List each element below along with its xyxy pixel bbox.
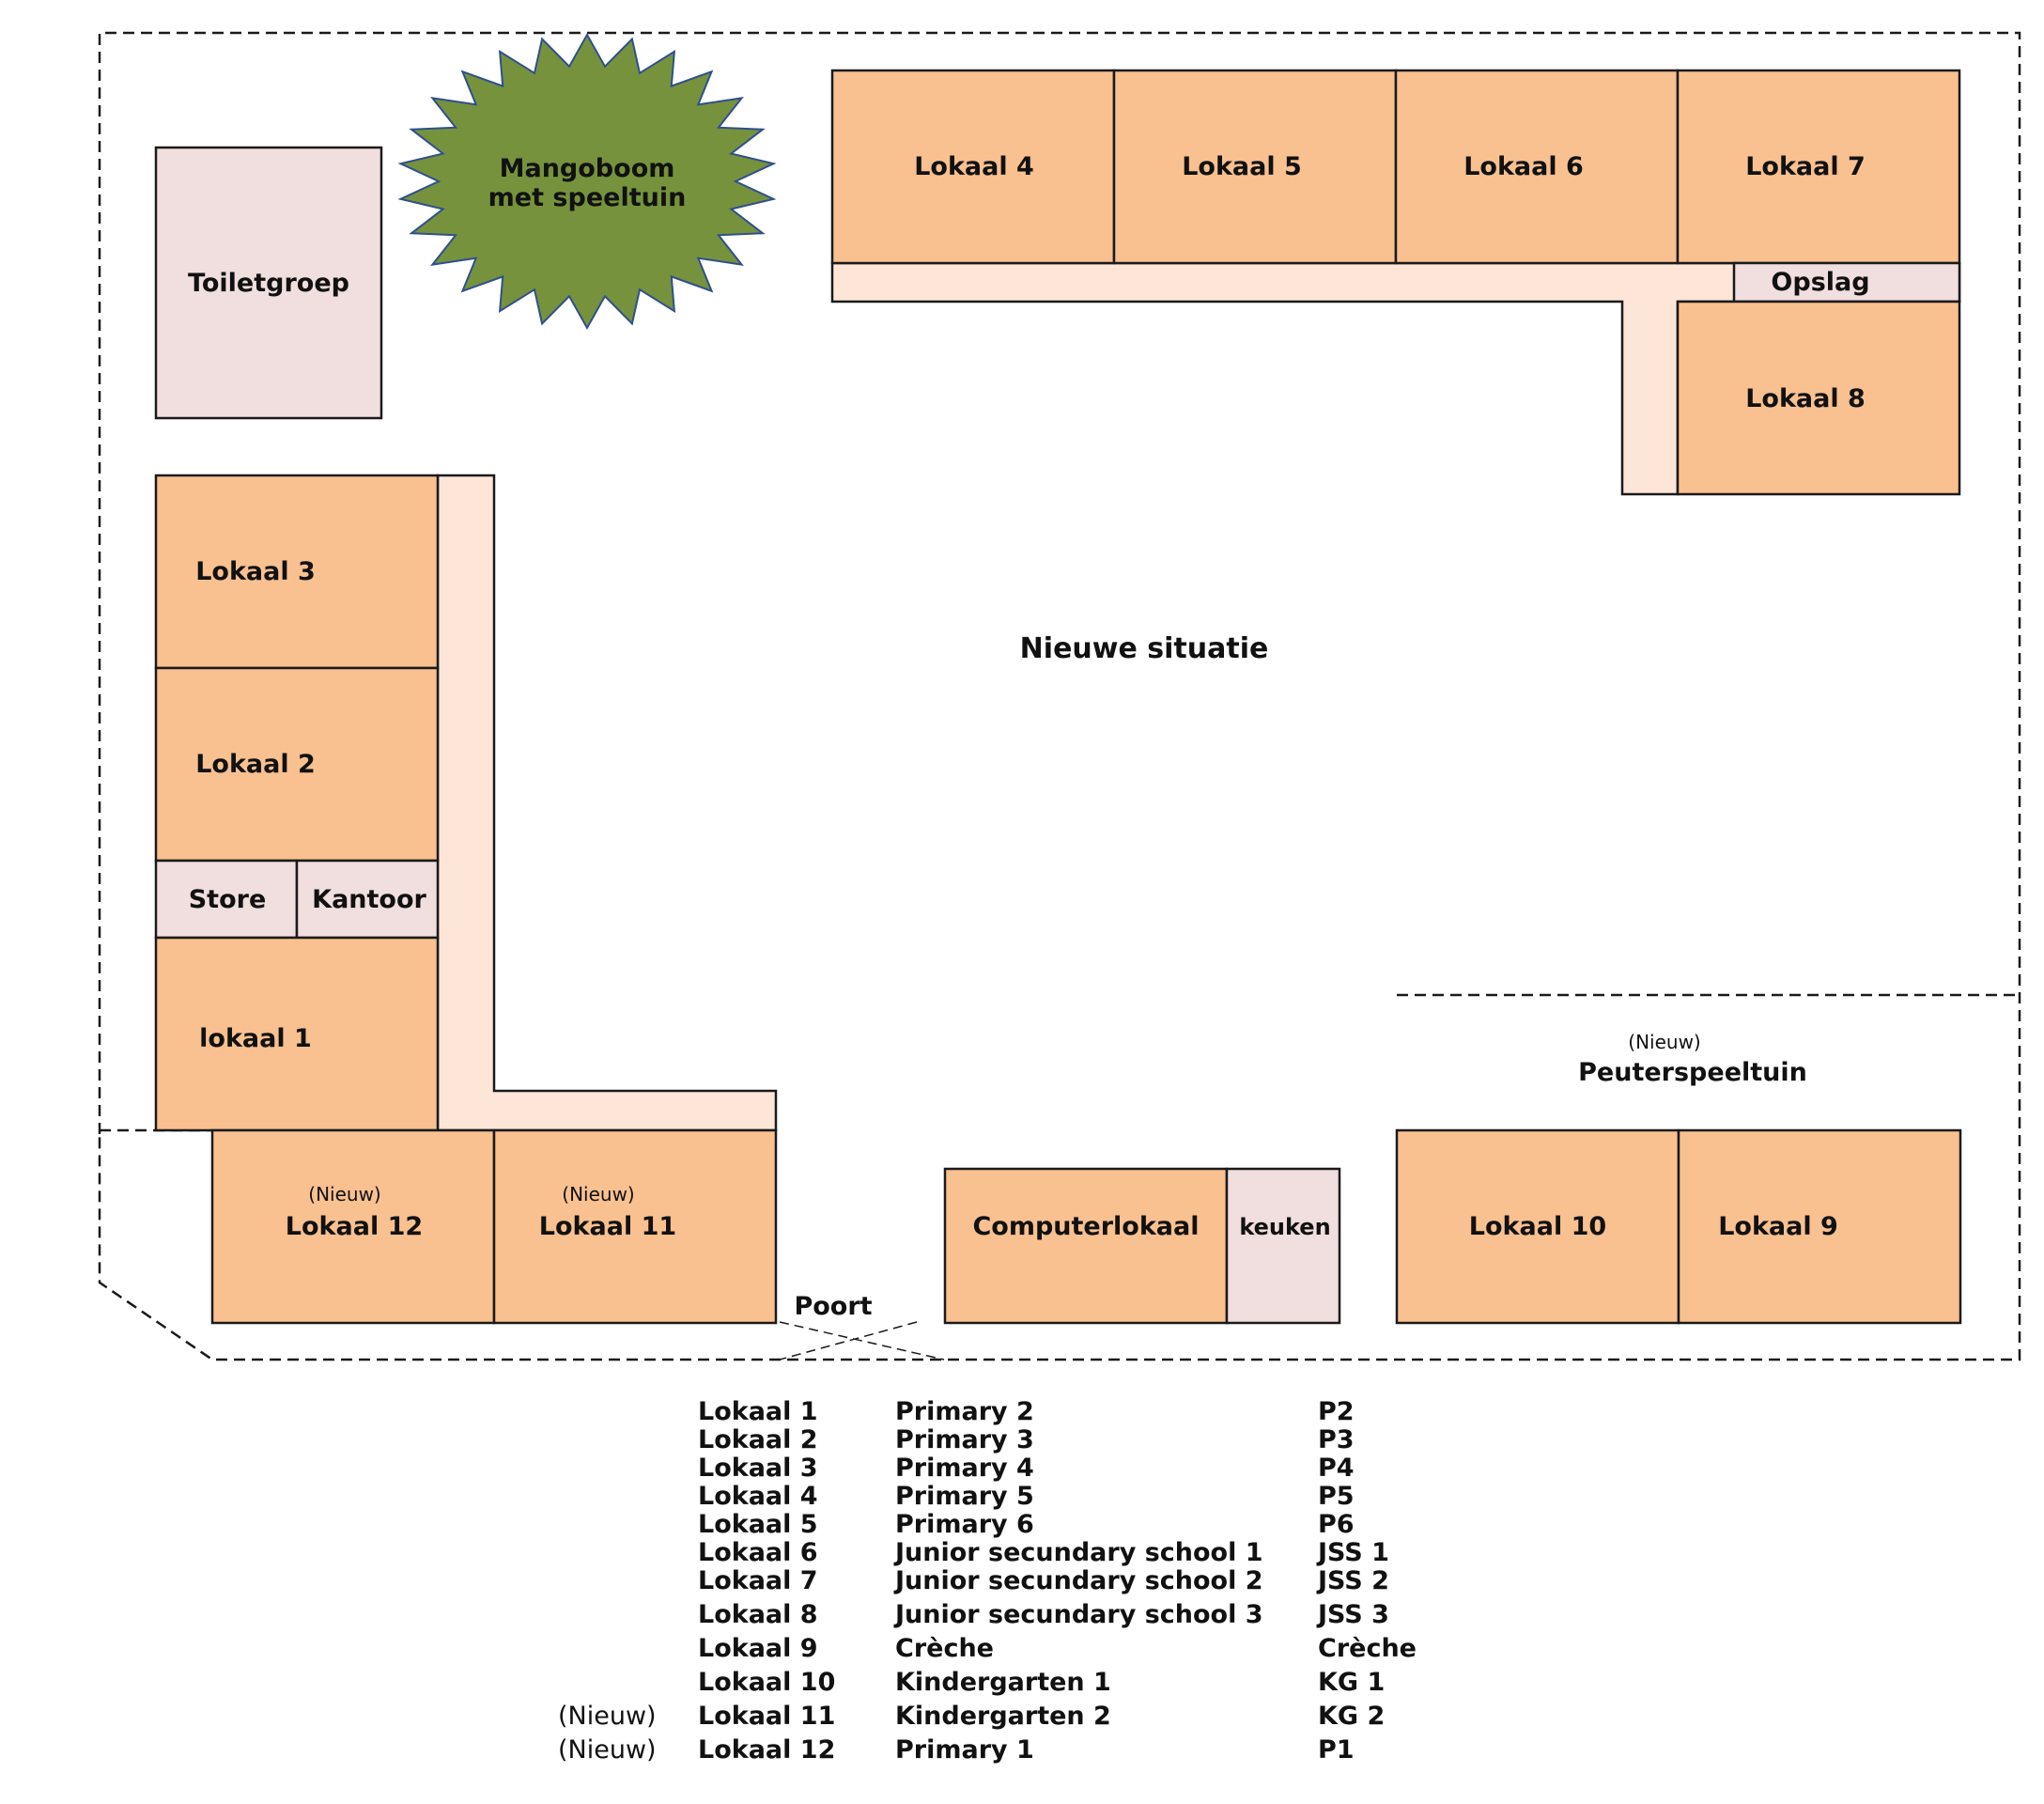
room-lokaal-3 [154, 474, 440, 670]
legend-class-name: Junior secundary school 3 [893, 1600, 1263, 1629]
room-lokaal-2 [154, 666, 440, 863]
legend-class-code: P6 [1318, 1510, 1355, 1539]
gate-line-lower [779, 1321, 918, 1361]
room-lokaal-7 [1676, 69, 1961, 265]
keuken-label: keuken [1239, 1214, 1330, 1240]
mango-tree-shape [397, 32, 777, 331]
legend-class-code: P5 [1318, 1482, 1355, 1511]
legend-room: Lokaal 6 [698, 1538, 818, 1567]
toilet-label: Toiletgroep [188, 269, 349, 298]
room-opslag [1732, 261, 1961, 303]
legend-class-code: KG 1 [1318, 1668, 1385, 1697]
lokaal-10-label: Lokaal 10 [1469, 1212, 1606, 1241]
lokaal-1-label: lokaal 1 [199, 1024, 312, 1053]
legend-room: Lokaal 11 [698, 1702, 835, 1731]
lokaal-4-label: Lokaal 4 [914, 152, 1034, 181]
room-keuken [1225, 1167, 1341, 1325]
corridor-left [436, 474, 778, 1132]
kantoor-label: Kantoor [312, 885, 426, 914]
legend-class-name: Junior secundary school 2 [893, 1566, 1263, 1595]
room-lokaal-8 [1676, 300, 1961, 496]
legend-class-code: JSS 1 [1316, 1538, 1389, 1567]
gate-line [779, 1321, 945, 1361]
lokaal-12-label: Lokaal 12 [286, 1212, 423, 1241]
legend-new-tag: (Nieuw) [558, 1735, 657, 1765]
legend-class-code: Crèche [1318, 1634, 1417, 1663]
legend-class-code: JSS 2 [1316, 1566, 1389, 1595]
legend-class-name: Primary 5 [895, 1482, 1034, 1511]
mango-tree-label-line1: Mangoboom [500, 154, 675, 183]
room-lokaal-4 [830, 69, 1116, 265]
legend-room: Lokaal 7 [698, 1566, 818, 1595]
legend-new-tag: (Nieuw) [558, 1702, 657, 1731]
lokaal-7-label: Lokaal 7 [1745, 152, 1866, 181]
room-lokaal-9 [1677, 1128, 1962, 1325]
opslag-label: Opslag [1771, 268, 1869, 297]
room-store [154, 859, 299, 940]
legend-class-name: Kindergarten 1 [895, 1668, 1111, 1697]
legend-class-name: Primary 2 [895, 1397, 1034, 1426]
legend-class-name: Kindergarten 2 [895, 1702, 1111, 1731]
lokaal-6-label: Lokaal 6 [1463, 152, 1584, 181]
legend-class-name: Crèche [895, 1634, 994, 1663]
legend-class-name: Primary 6 [895, 1510, 1034, 1539]
legend-room: Lokaal 5 [698, 1510, 818, 1539]
room-lokaal-1 [154, 936, 440, 1132]
legend-room: Lokaal 10 [698, 1668, 835, 1697]
legend-class-code: JSS 3 [1316, 1600, 1389, 1629]
mango-tree-label-line2: met speeltuin [488, 183, 687, 212]
lokaal-8-label: Lokaal 8 [1745, 384, 1866, 413]
lokaal-9-label: Lokaal 9 [1718, 1212, 1838, 1241]
legend-class-name: Primary 3 [895, 1425, 1034, 1454]
room-lokaal-6 [1394, 69, 1680, 265]
legend-room: Lokaal 3 [698, 1454, 818, 1483]
peuterspeeltuin-label: Peuterspeeltuin [1578, 1058, 1807, 1087]
legend-class-name: Primary 1 [895, 1735, 1034, 1765]
toilet-block [154, 146, 383, 420]
room-lokaal-5 [1112, 69, 1398, 265]
poort-label: Poort [794, 1292, 872, 1321]
legend-class-code: KG 2 [1318, 1702, 1385, 1731]
legend-class-name: Junior secundary school 1 [893, 1538, 1263, 1567]
lokaal-5-label: Lokaal 5 [1182, 152, 1302, 181]
computerlokaal-label: Computerlokaal [972, 1212, 1199, 1241]
legend-room: Lokaal 12 [698, 1735, 835, 1765]
room-lokaal-12 [210, 1128, 496, 1325]
site-boundary [98, 31, 2021, 1361]
legend-room: Lokaal 8 [698, 1600, 818, 1629]
legend-room: Lokaal 2 [698, 1425, 818, 1454]
room-lokaal-10 [1395, 1128, 1680, 1325]
lokaal-12-new-tag: (Nieuw) [308, 1183, 380, 1205]
legend-room: Lokaal 9 [698, 1634, 818, 1663]
lokaal-11-new-tag: (Nieuw) [562, 1183, 634, 1205]
room-lokaal-11 [492, 1128, 778, 1325]
lokaal-2-label: Lokaal 2 [195, 750, 316, 779]
lokaal-11-label: Lokaal 11 [539, 1212, 676, 1241]
legend-class-code: P1 [1318, 1735, 1355, 1765]
room-kantoor [295, 859, 440, 940]
legend-class-code: P4 [1318, 1454, 1355, 1483]
legend-room: Lokaal 1 [698, 1397, 818, 1426]
legend-room: Lokaal 4 [698, 1482, 818, 1511]
legend-class-code: P3 [1318, 1425, 1355, 1454]
legend-class-name: Primary 4 [895, 1454, 1034, 1483]
legend-class-code: P2 [1318, 1397, 1355, 1426]
lokaal-3-label: Lokaal 3 [195, 557, 316, 586]
diagram-title: Nieuwe situatie [1020, 632, 1269, 665]
room-computerlokaal [943, 1167, 1229, 1325]
peuterspeeltuin-new-tag: (Nieuw) [1628, 1031, 1700, 1053]
store-label: Store [189, 885, 267, 914]
